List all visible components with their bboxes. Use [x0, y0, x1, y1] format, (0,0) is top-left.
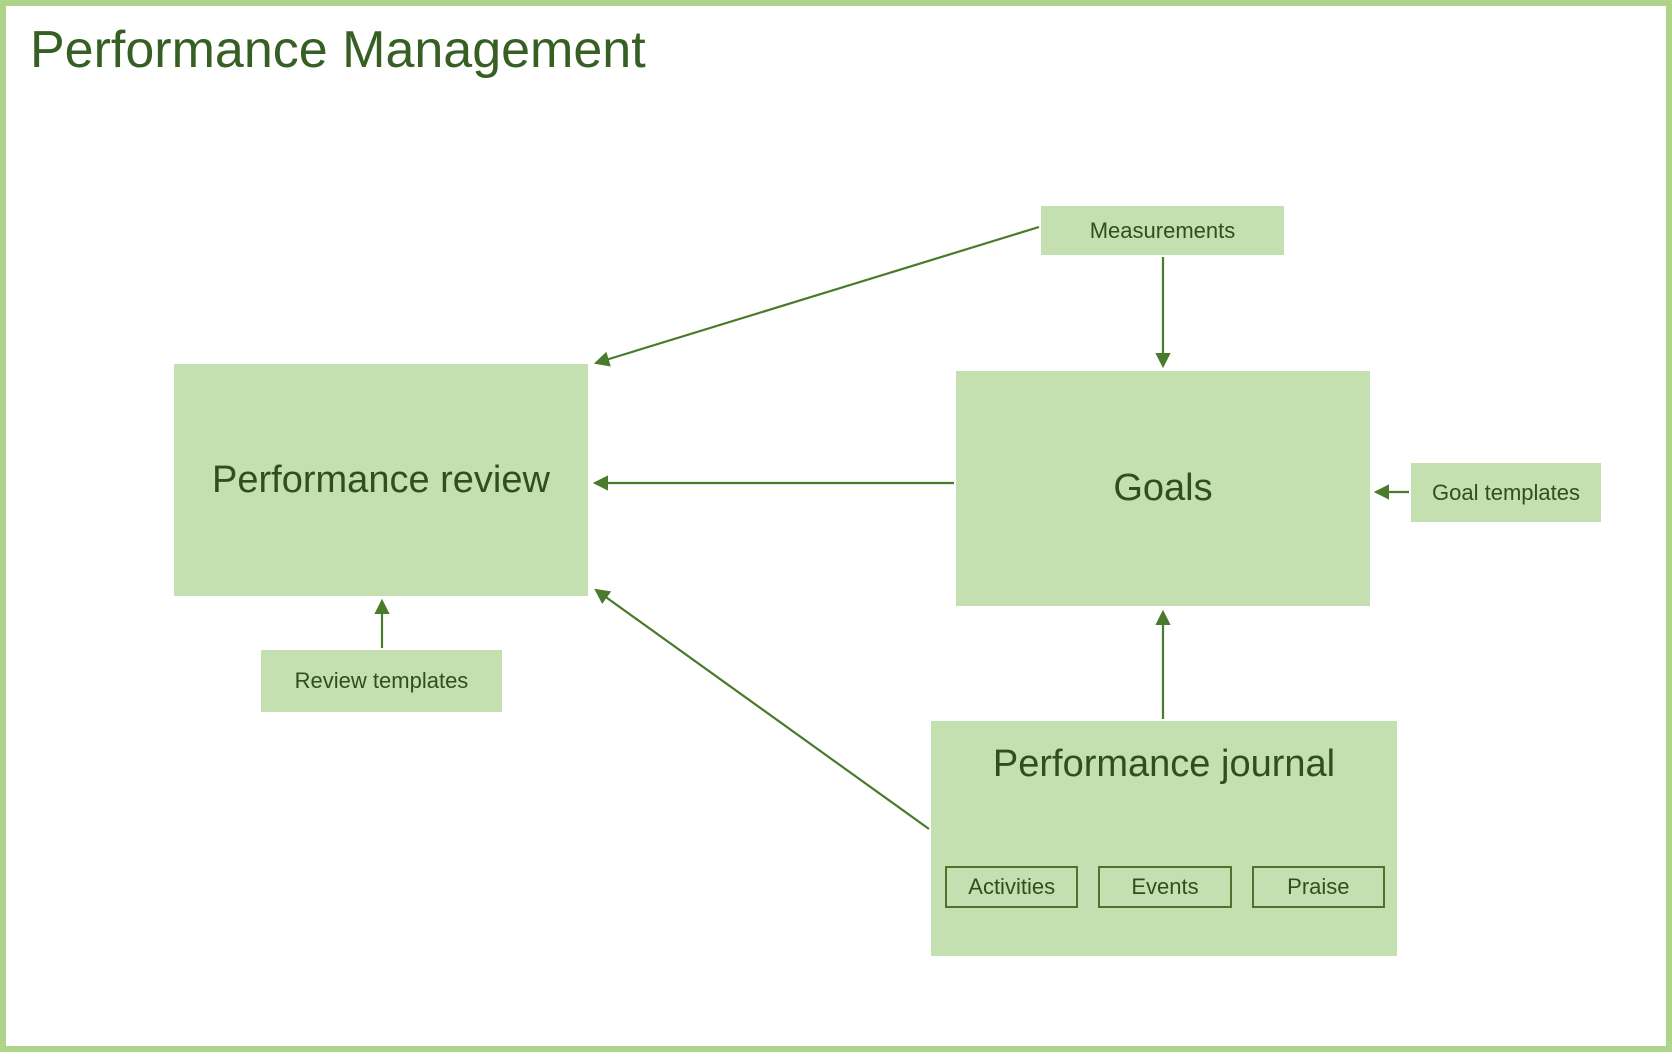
chip-praise[interactable]: Praise: [1251, 866, 1385, 908]
chip-events-label: Events: [1131, 874, 1199, 899]
node-measurements[interactable]: Measurements: [1041, 206, 1284, 255]
node-performance-review-label: Performance review: [212, 458, 550, 501]
node-performance-journal[interactable]: Performance journal Activities Events Pr…: [931, 721, 1397, 956]
node-review-templates-label: Review templates: [294, 668, 469, 693]
node-performance-review[interactable]: Performance review: [174, 364, 588, 596]
node-goals-label: Goals: [1113, 467, 1213, 509]
node-goal-templates[interactable]: Goal templates: [1411, 463, 1601, 522]
chip-events[interactable]: Events: [1098, 866, 1232, 908]
node-review-templates[interactable]: Review templates: [261, 650, 502, 712]
node-measurements-label: Measurements: [1089, 217, 1236, 243]
node-performance-journal-label: Performance journal: [992, 743, 1336, 785]
chip-activities[interactable]: Activities: [945, 866, 1079, 908]
node-goals[interactable]: Goals: [956, 371, 1370, 606]
journal-chip-group: Activities Events Praise: [945, 866, 1385, 908]
node-goal-templates-label: Goal templates: [1432, 479, 1580, 505]
edge-measurements-to-performance-review: [593, 225, 1040, 367]
page-title: Performance Management: [30, 21, 646, 79]
edge-performance-journal-to-performance-review: [594, 588, 930, 830]
chip-activities-label: Activities: [968, 874, 1056, 899]
chip-praise-label: Praise: [1287, 874, 1350, 899]
